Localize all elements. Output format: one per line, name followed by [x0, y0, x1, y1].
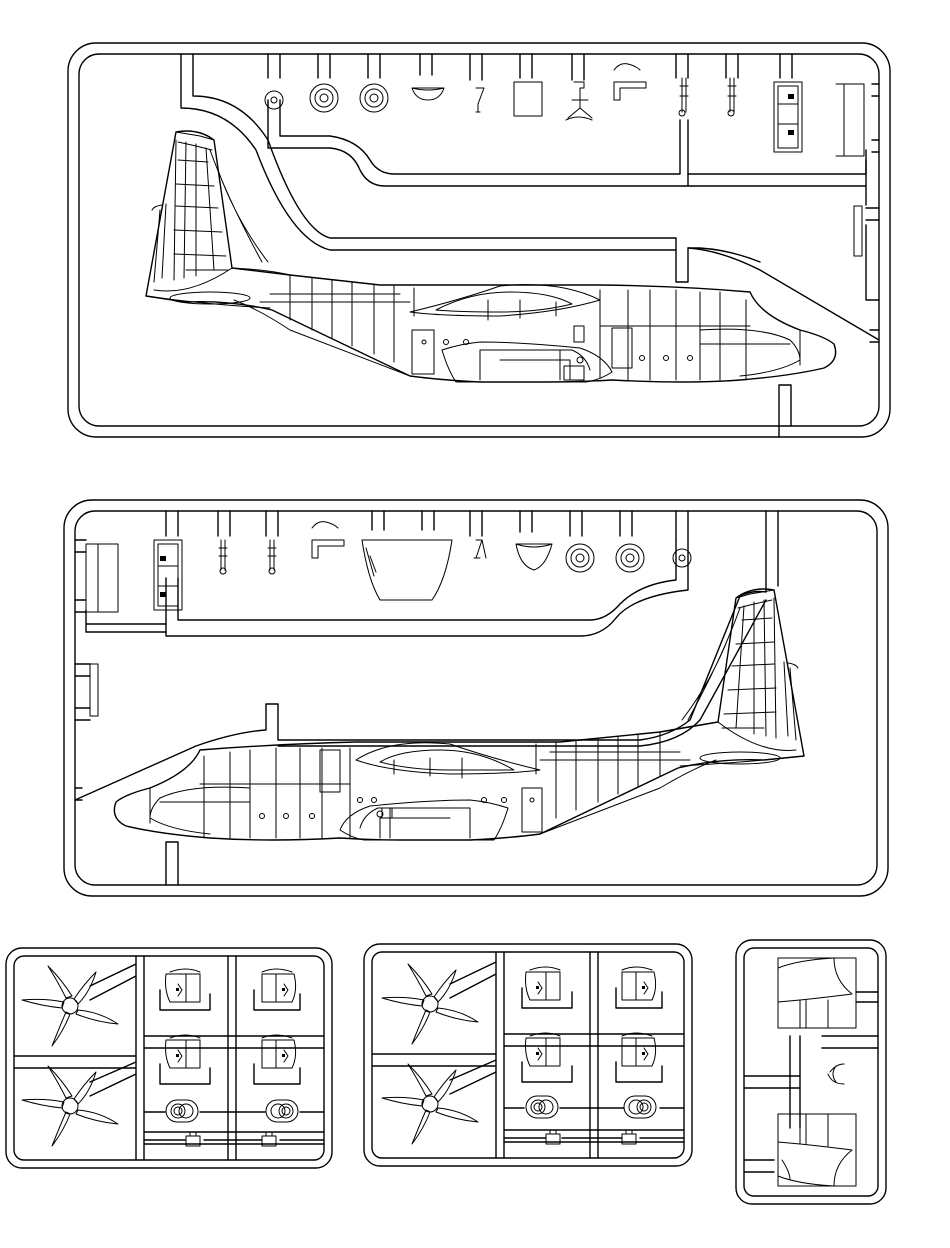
- main-runner: [75, 511, 766, 800]
- fuselage-half: [114, 589, 804, 840]
- panel: [514, 82, 542, 116]
- pin: [268, 540, 276, 570]
- pin: [680, 78, 688, 112]
- intake-sprue: [736, 940, 886, 1204]
- sprue-frame-inner: [75, 511, 877, 885]
- sprue-frame-inner: [744, 948, 878, 1196]
- exhaust-ring: [166, 1100, 198, 1122]
- exhaust-ring: [526, 1096, 558, 1118]
- clip: [836, 84, 864, 156]
- clip: [90, 664, 98, 716]
- exhaust-ring: [624, 1096, 656, 1118]
- engine-nacelle: [262, 969, 296, 1002]
- fuselage-half: [146, 131, 836, 382]
- engine-sprue-right: [364, 944, 692, 1166]
- nose-gear-leg: [566, 82, 592, 120]
- engine-nacelle: [622, 967, 656, 1000]
- small-clip: [828, 1064, 844, 1084]
- intake-half: [778, 958, 856, 1028]
- pin: [219, 540, 227, 570]
- engine-nacelle: [262, 1035, 296, 1068]
- main-wheel: [360, 84, 388, 112]
- strut: [474, 540, 486, 558]
- runner-stubs: [75, 511, 688, 800]
- engine-nacelle: [622, 1033, 656, 1066]
- main-wheel: [310, 84, 338, 112]
- lower-fuselage-sprue: [64, 500, 888, 896]
- sprue-frame-outer: [6, 948, 332, 1168]
- propeller: [382, 964, 478, 1044]
- strut: [476, 88, 484, 112]
- engine-nacelle: [166, 1035, 201, 1068]
- wheel-well-cover: [516, 544, 552, 570]
- clip: [854, 206, 862, 256]
- antenna: [312, 522, 344, 558]
- engine-nacelle: [526, 1033, 561, 1066]
- engine-sprue-left: [6, 948, 332, 1168]
- clip: [86, 544, 118, 612]
- door-frame: [774, 82, 802, 152]
- cockpit-canopy: [362, 540, 452, 600]
- propeller: [22, 1066, 118, 1146]
- pin: [728, 78, 736, 112]
- main-wheel: [566, 544, 594, 572]
- upper-fuselage-sprue: [68, 43, 890, 437]
- sprue-frame-outer: [736, 940, 886, 1204]
- exhaust-ring: [266, 1100, 298, 1122]
- engine-nacelle: [526, 967, 561, 1000]
- propeller: [22, 966, 118, 1046]
- engine-nacelle: [166, 969, 201, 1002]
- wheel-well-cover: [412, 88, 444, 100]
- door-frame: [154, 540, 182, 610]
- main-wheel: [616, 544, 644, 572]
- propeller: [382, 1064, 478, 1144]
- antenna: [614, 64, 646, 100]
